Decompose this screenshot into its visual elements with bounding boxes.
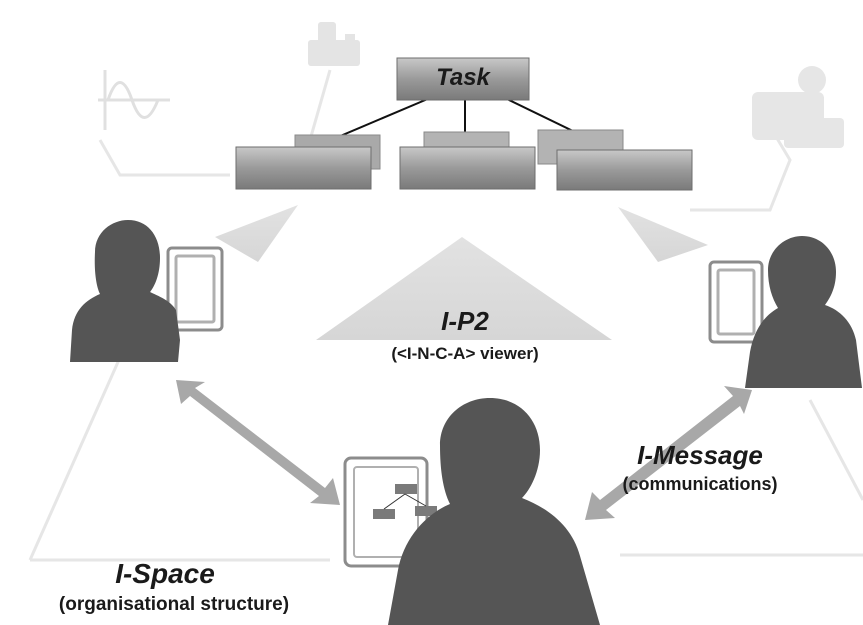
- task-label: Task: [436, 64, 490, 91]
- ip2-subtitle: (<I-N-C-A> viewer): [391, 344, 539, 363]
- ispace-subtitle: (organisational structure): [58, 594, 290, 615]
- imessage-subtitle: (communications): [622, 474, 778, 494]
- ispace-title: I-Space: [115, 558, 215, 589]
- left-double-arrow: [176, 380, 340, 505]
- right-monitor-icon: [708, 260, 764, 344]
- imessage-title: I-Message: [637, 440, 763, 470]
- right-triangle-shape: [618, 207, 708, 262]
- right-person-silhouette: [745, 236, 862, 388]
- waveform-icon: [98, 70, 170, 130]
- left-person-silhouette: [70, 220, 180, 362]
- task-box: [396, 57, 530, 101]
- subtask-box-right: [556, 149, 693, 191]
- left-monitor-icon: [166, 246, 224, 332]
- subtask-box-center: [399, 146, 536, 190]
- center-person-silhouette: [388, 398, 600, 625]
- camera-icon: [752, 66, 844, 148]
- center-triangle-shape: [316, 237, 612, 340]
- center-monitor-icon: [343, 456, 437, 568]
- server-icon: [308, 22, 360, 66]
- left-triangle-shape: [215, 205, 298, 262]
- right-double-arrow: [585, 386, 752, 520]
- ip2-title: I-P2: [441, 306, 489, 336]
- subtask-box-left: [235, 146, 372, 190]
